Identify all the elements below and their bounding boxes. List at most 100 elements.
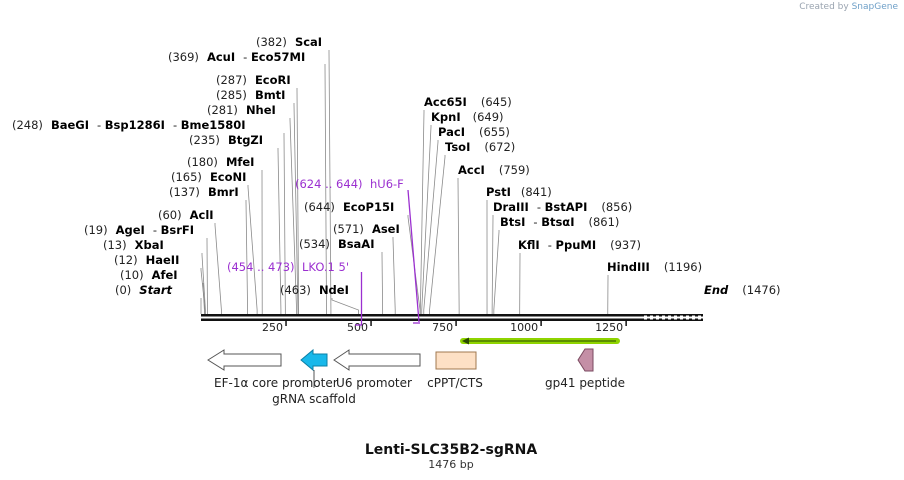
site-mfei[interactable]: (180) MfeI [187, 155, 254, 169]
site-acli[interactable]: (60) AclI [158, 208, 214, 222]
site-econi[interactable]: (165)EcoNI [171, 170, 246, 184]
site-bsrfi-name: BsrFI [161, 223, 194, 237]
site-ppumi-name: PpuMI [556, 238, 597, 252]
site-haeii-name: HaeII [146, 253, 180, 267]
primer-lko1[interactable]: (454 .. 473) LKO.1 5' [227, 260, 363, 326]
site-ndei-name: NdeI [319, 283, 349, 297]
site-afei-leader [202, 283, 205, 314]
feature-u6-promoter[interactable]: U6 promoter [333, 349, 421, 390]
map-length: 1476 bp [428, 458, 473, 471]
site-bmri[interactable]: (137)BmrI [169, 185, 239, 199]
site-paci[interactable]: PacI (655) [438, 125, 510, 139]
site-end: End(1476) [704, 283, 781, 297]
ef1a-core-promoter-arrow [207, 349, 282, 371]
site-nhei-name: NheI [246, 103, 276, 117]
site-baegi[interactable]: (248)BaeGI- Bsp1286I- Bme1580I [12, 118, 246, 132]
site-ecop15i-name: EcoP15I [343, 200, 394, 214]
cut-site-labels: (382)ScaI (369)AcuI- Eco57MI (287)EcoRI … [12, 35, 781, 297]
site-haeii-pos: (12) [114, 253, 138, 267]
site-afei[interactable]: (10)AfeI [120, 268, 178, 282]
feature-cppt-cts[interactable]: cPPT/CTS [427, 351, 483, 390]
feature-gp41-peptide[interactable]: gp41 peptide [545, 348, 625, 390]
site-xbai[interactable]: (13)XbaI [103, 238, 164, 252]
site-ecop15i[interactable]: (644)EcoP15I [304, 200, 394, 214]
site-ecori[interactable]: (287)EcoRI [216, 73, 291, 87]
site-haeii[interactable]: (12) HaeII [114, 253, 179, 267]
site-start-name: Start [139, 283, 172, 297]
site-ndei[interactable]: (463) NdeI [280, 283, 349, 297]
site-acc65i-pos: (645) [481, 95, 512, 109]
site-kfli-name: KflI [518, 238, 540, 252]
primer-hu6f-range: (624 .. 644) [295, 177, 363, 191]
primer-hu6f-line [407, 189, 420, 323]
site-acui-name: AcuI [207, 50, 235, 64]
site-acui-leader [324, 64, 327, 314]
site-btgzi[interactable]: (235)BtgZI [189, 133, 263, 147]
site-agei-name: AgeI [116, 223, 145, 237]
site-acli-pos: (60) [158, 208, 182, 222]
site-agei[interactable]: (19)AgeI- BsrFI [84, 223, 194, 237]
site-paci-pos: (655) [479, 125, 510, 139]
site-ndei-pos: (463) [280, 283, 311, 297]
site-start-pos: (0) [115, 283, 131, 297]
primer-hu6f-name: hU6-F [370, 177, 404, 191]
site-tsoi-name: TsoI [445, 140, 470, 154]
site-asei[interactable]: (571)AseI [333, 222, 400, 236]
site-scai[interactable]: (382)ScaI [256, 35, 322, 49]
site-btgzi-name: BtgZI [228, 133, 263, 147]
cut-site-lines [200, 50, 609, 314]
snapgene-credit: Created by SnapGene [799, 2, 898, 12]
scale-tick-label: 1250 [595, 321, 623, 334]
site-asei-name: AseI [372, 222, 400, 236]
cppt-cts-box [435, 351, 477, 370]
site-kpni[interactable]: KpnI(649) [431, 110, 504, 124]
site-tsoi-pos: (672) [484, 140, 515, 154]
backbone-top-strand [201, 314, 703, 317]
primer-lko1-name: LKO.1 5' [302, 260, 349, 274]
site-kfli[interactable]: KflI- PpuMI(937) [518, 238, 641, 252]
site-paci-leader [423, 140, 439, 314]
snapgene-brand: SnapGene [851, 2, 898, 12]
site-acli-name: AclI [190, 208, 214, 222]
site-btsi-pos: (861) [589, 215, 620, 229]
site-draiii[interactable]: DraIII- BstAPI(856) [493, 200, 632, 214]
site-end-name: End [704, 283, 729, 297]
site-acui[interactable]: (369)AcuI- Eco57MI [168, 50, 305, 64]
site-paci-name: PacI [438, 125, 465, 139]
site-xbai-name: XbaI [135, 238, 164, 252]
primer-lko1-range: (454 .. 473) [227, 260, 295, 274]
site-bsaai[interactable]: (534)BsaAI [299, 237, 375, 251]
site-acc65i[interactable]: Acc65I(645) [424, 95, 512, 109]
site-bmti-pos: (285) [216, 88, 247, 102]
site-acci[interactable]: AccI(759) [458, 163, 530, 177]
site-start: (0) Start [115, 283, 173, 297]
feature-ef1a-core-promoter[interactable]: EF-1α core promoter [207, 349, 338, 390]
site-btsai-name: BtsαI [541, 215, 574, 229]
site-bsaai-leader [381, 252, 384, 314]
gp41-peptide-arrow [577, 348, 594, 372]
site-nhei[interactable]: (281) NheI [207, 103, 276, 117]
site-bmti[interactable]: (285)BmtI [216, 88, 285, 102]
site-econi-leader [247, 185, 258, 314]
site-nhei-pos: (281) [207, 103, 238, 117]
map-title: Lenti-SLC35B2-sgRNA [365, 442, 538, 458]
site-bmri-leader [245, 200, 248, 314]
site-hindiii[interactable]: HindIII(1196) [607, 260, 702, 274]
site-mfei-pos: (180) [187, 155, 218, 169]
orf-bar[interactable] [460, 337, 620, 345]
site-bme1580i-name: Bme1580I [181, 118, 246, 132]
scale-tick-label: 500 [347, 321, 368, 334]
site-btsi[interactable]: BtsI- BtsαI(861) [500, 215, 619, 229]
feature-grna-scaffold[interactable]: gRNA scaffold [272, 348, 356, 406]
primer-hu6f[interactable]: (624 .. 644) hU6-F [295, 177, 420, 324]
site-mfei-name: MfeI [226, 155, 255, 169]
credit-prefix: Created by [799, 2, 849, 12]
site-psti[interactable]: PstI(841) [486, 185, 552, 199]
gp41-peptide-label: gp41 peptide [545, 376, 625, 390]
ef1a-core-promoter-label: EF-1α core promoter [214, 376, 338, 390]
site-tsoi[interactable]: TsoI (672) [445, 140, 515, 154]
site-ecori-name: EcoRI [255, 73, 291, 87]
site-hindiii-pos: (1196) [664, 260, 702, 274]
